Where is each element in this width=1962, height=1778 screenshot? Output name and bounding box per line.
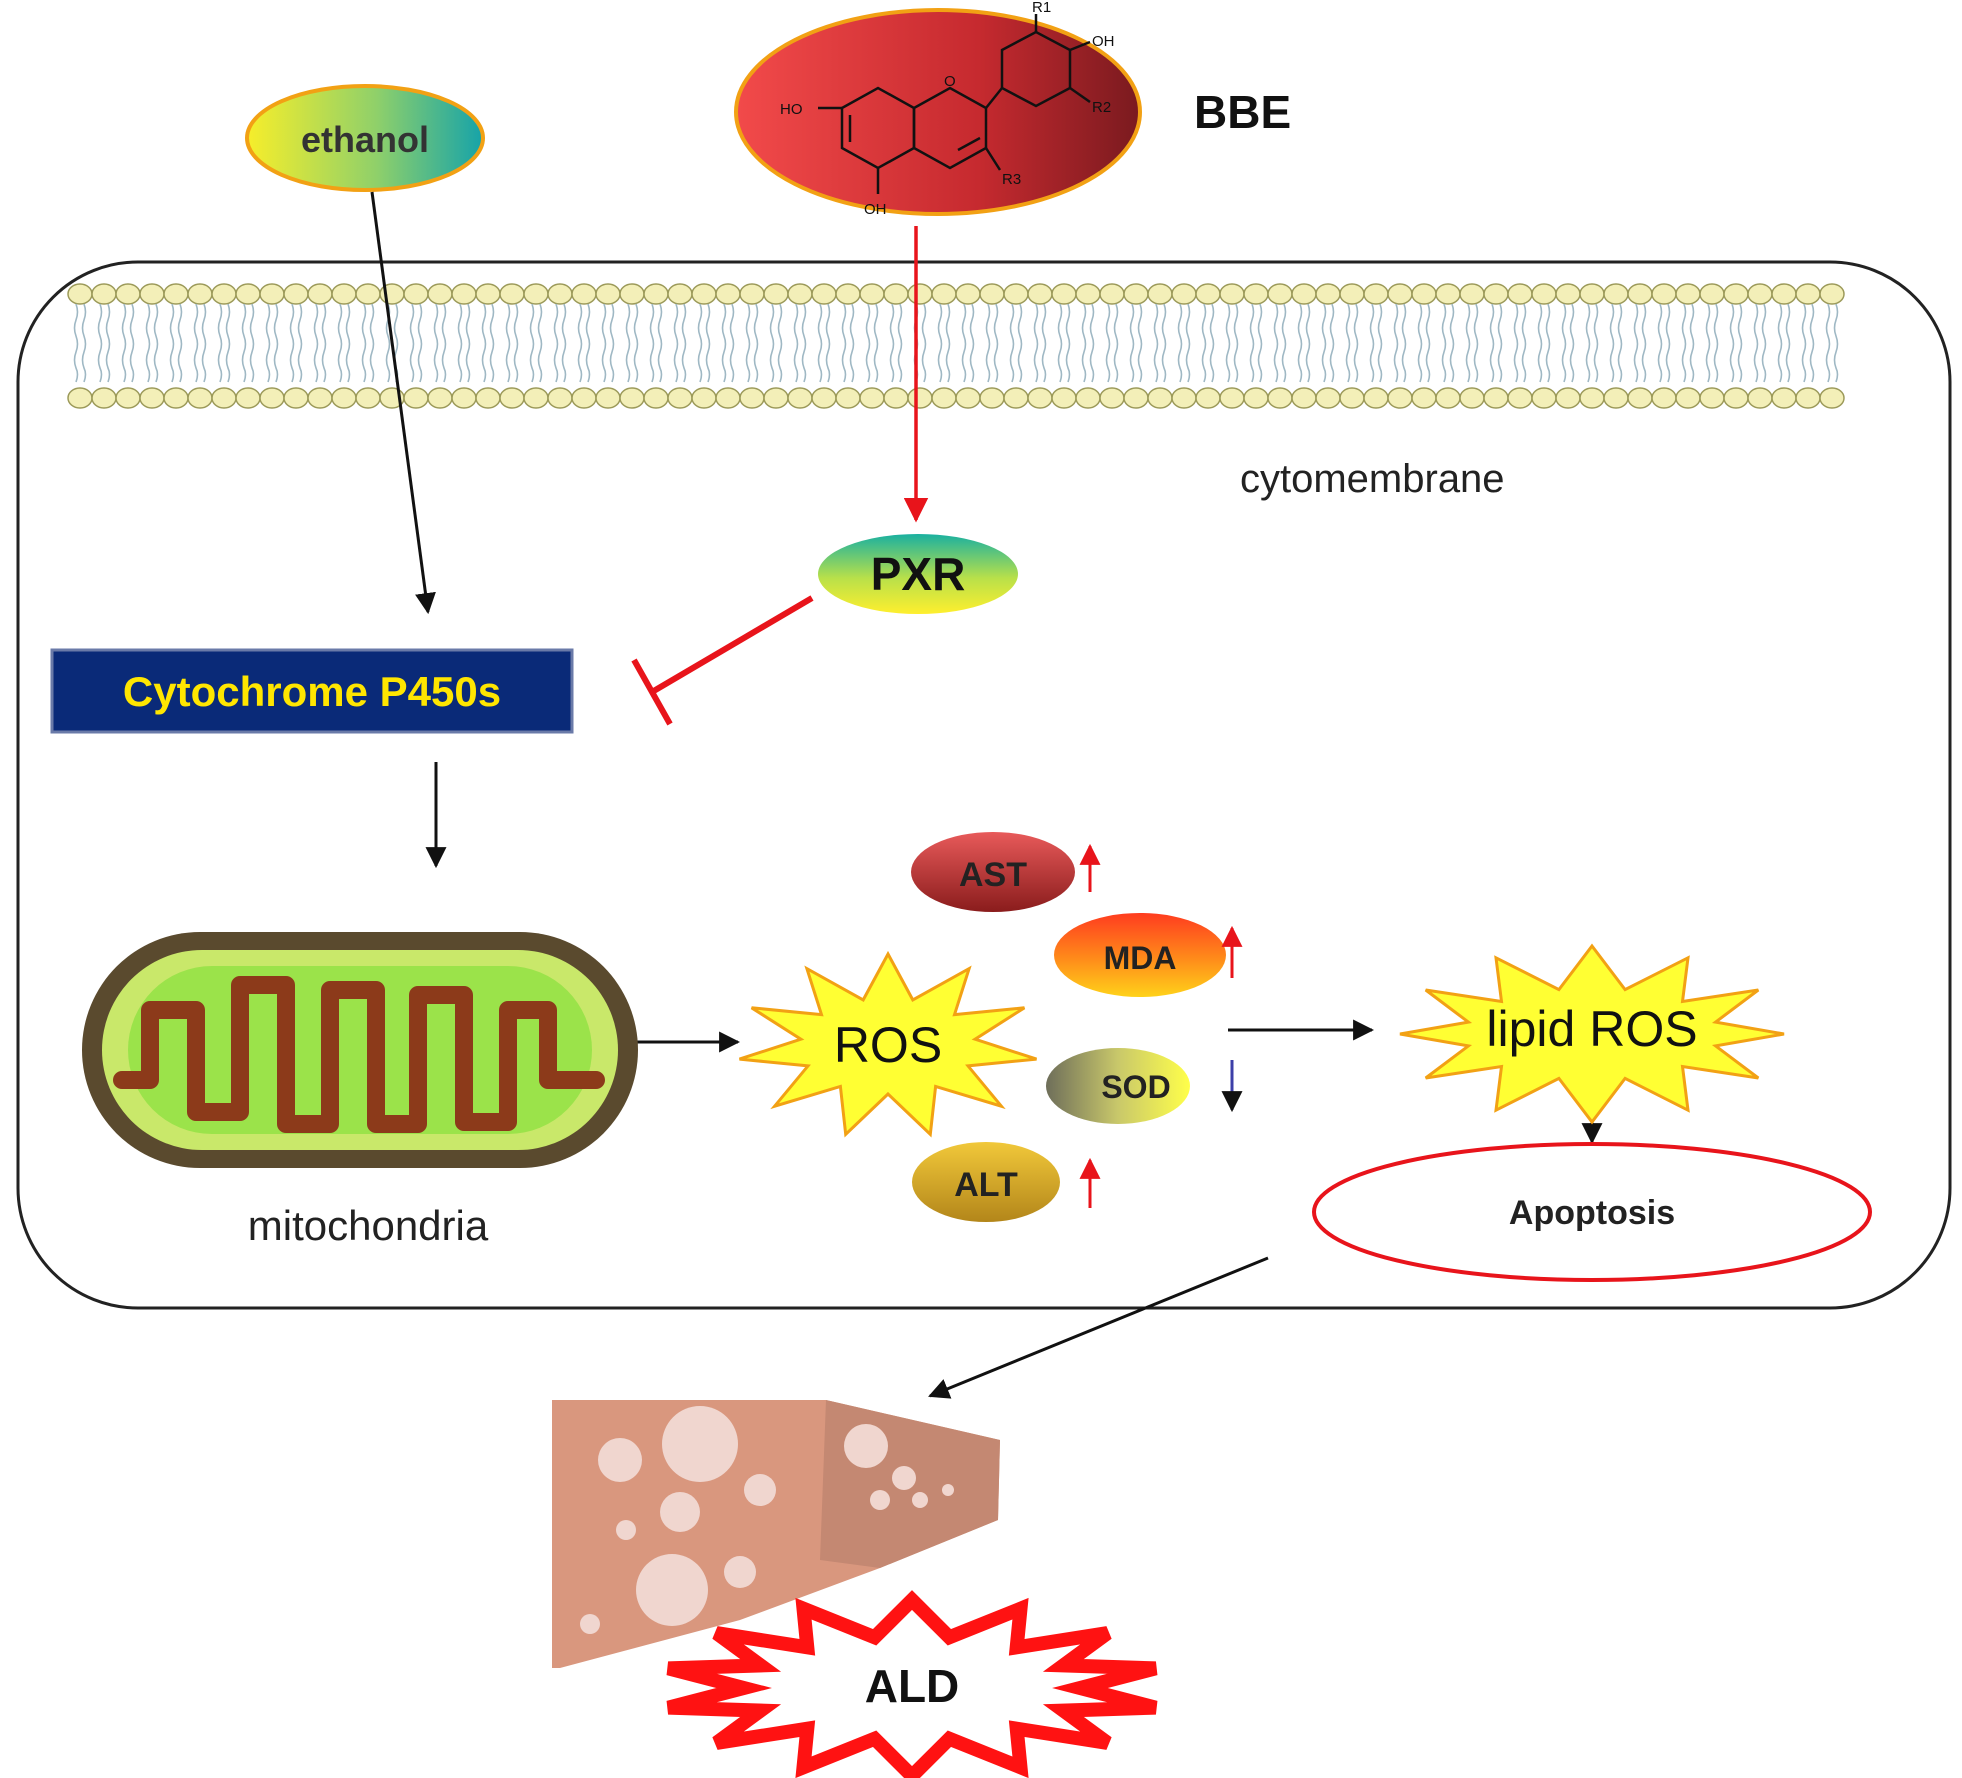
ros-burst: ROS bbox=[739, 950, 1037, 1138]
molecule-o: O bbox=[944, 73, 956, 90]
edge-pxr-inhibits-cyp bbox=[631, 595, 814, 726]
marker-alt-label: ALT bbox=[954, 1166, 1018, 1204]
pxr-label: PXR bbox=[871, 548, 966, 600]
fatty-liver-illustration bbox=[552, 1400, 1000, 1668]
ald-burst: ALD bbox=[666, 1590, 1158, 1778]
marker-mda-label: MDA bbox=[1104, 940, 1177, 976]
cell-boundary bbox=[16, 260, 1952, 1310]
marker-sod: SOD bbox=[1046, 1048, 1190, 1124]
bbe-label: BBE bbox=[1194, 86, 1291, 138]
molecule-ho: HO bbox=[780, 101, 803, 118]
ethanol-node: ethanol bbox=[245, 84, 485, 192]
lipid-ros-burst: lipid ROS bbox=[1399, 943, 1785, 1125]
edge-ethanol-cyp bbox=[370, 191, 436, 615]
marker-mda: MDA bbox=[1054, 913, 1226, 997]
cyp450-label: Cytochrome P450s bbox=[123, 668, 501, 715]
anthocyanidin-structure bbox=[818, 14, 1091, 194]
marker-ast-label: AST bbox=[959, 856, 1027, 894]
marker-alt: ALT bbox=[912, 1142, 1060, 1222]
cytomembrane-label: cytomembrane bbox=[1240, 457, 1505, 501]
ros-label: ROS bbox=[834, 1017, 942, 1073]
mitochondria-label: mitochondria bbox=[248, 1202, 489, 1249]
molecule-oh-bottom: OH bbox=[864, 201, 887, 218]
apoptosis-label: Apoptosis bbox=[1509, 1194, 1675, 1232]
mitochondria-icon bbox=[82, 932, 638, 1168]
molecule-oh-top: OH bbox=[1092, 33, 1115, 50]
ethanol-label: ethanol bbox=[301, 119, 429, 160]
marker-sod-label: SOD bbox=[1101, 1069, 1170, 1105]
cyp450-box: Cytochrome P450s bbox=[50, 648, 574, 734]
edge-apoptosis-ald bbox=[928, 1256, 1269, 1399]
molecule-r3: R3 bbox=[1002, 171, 1021, 188]
molecule-r1: R1 bbox=[1032, 0, 1051, 16]
lipid-ros-label: lipid ROS bbox=[1486, 1001, 1697, 1057]
lipid-bilayer bbox=[67, 283, 1845, 409]
marker-ast: AST bbox=[911, 832, 1075, 912]
apoptosis-node: Apoptosis bbox=[1312, 1142, 1872, 1282]
ald-label: ALD bbox=[865, 1660, 960, 1712]
pxr-node: PXR bbox=[818, 534, 1018, 614]
bbe-node: HO OH OH O R1 R2 R3 bbox=[734, 0, 1142, 218]
molecule-r2: R2 bbox=[1092, 99, 1111, 116]
